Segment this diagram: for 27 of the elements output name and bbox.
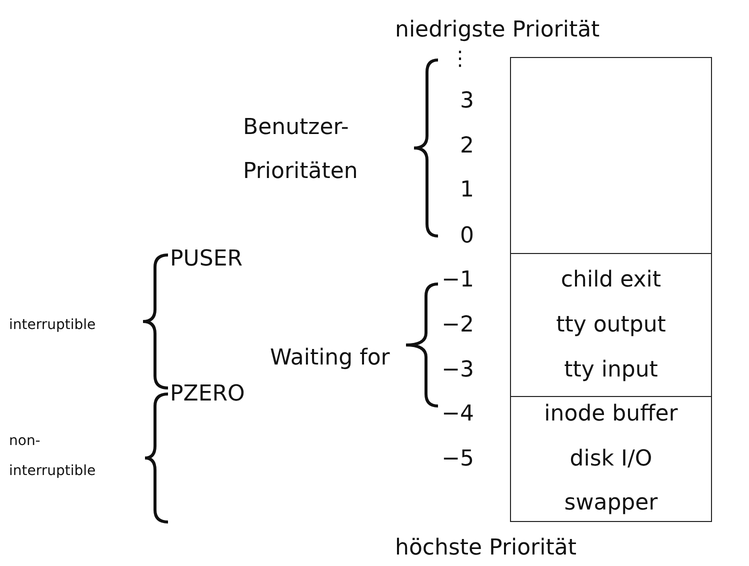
process-label: swapper xyxy=(563,490,659,516)
process-label: tty output xyxy=(555,312,667,338)
state-label: non- interruptible xyxy=(9,432,97,481)
priority-band xyxy=(510,253,712,397)
ellipsis-mark: ⋮ xyxy=(449,46,470,70)
priority-name: PUSER xyxy=(170,246,243,272)
priority-number: −3 xyxy=(440,358,474,382)
state-label: interruptible xyxy=(9,317,96,333)
process-label: disk I/O xyxy=(568,446,654,472)
priority-number: −4 xyxy=(440,402,474,426)
process-label: inode buffer xyxy=(543,402,679,426)
priority-number: 1 xyxy=(459,178,474,202)
priority-number: 3 xyxy=(459,88,474,114)
priority-band xyxy=(510,57,712,254)
priority-number: −2 xyxy=(440,312,474,338)
priority-name: PZERO xyxy=(170,382,245,406)
priority-number: −1 xyxy=(440,268,474,292)
priority-number: 2 xyxy=(459,134,474,158)
group-label: Waiting for xyxy=(270,346,390,370)
priority-number: −5 xyxy=(440,446,474,472)
priority-number: 0 xyxy=(459,224,474,248)
process-label: tty input xyxy=(563,358,659,382)
group-label: Benutzer- Prioritäten xyxy=(243,114,359,186)
process-label: child exit xyxy=(560,268,662,292)
priority-band xyxy=(510,396,712,522)
heading: höchste Priorität xyxy=(395,536,576,560)
heading: niedrigste Priorität xyxy=(395,18,600,42)
